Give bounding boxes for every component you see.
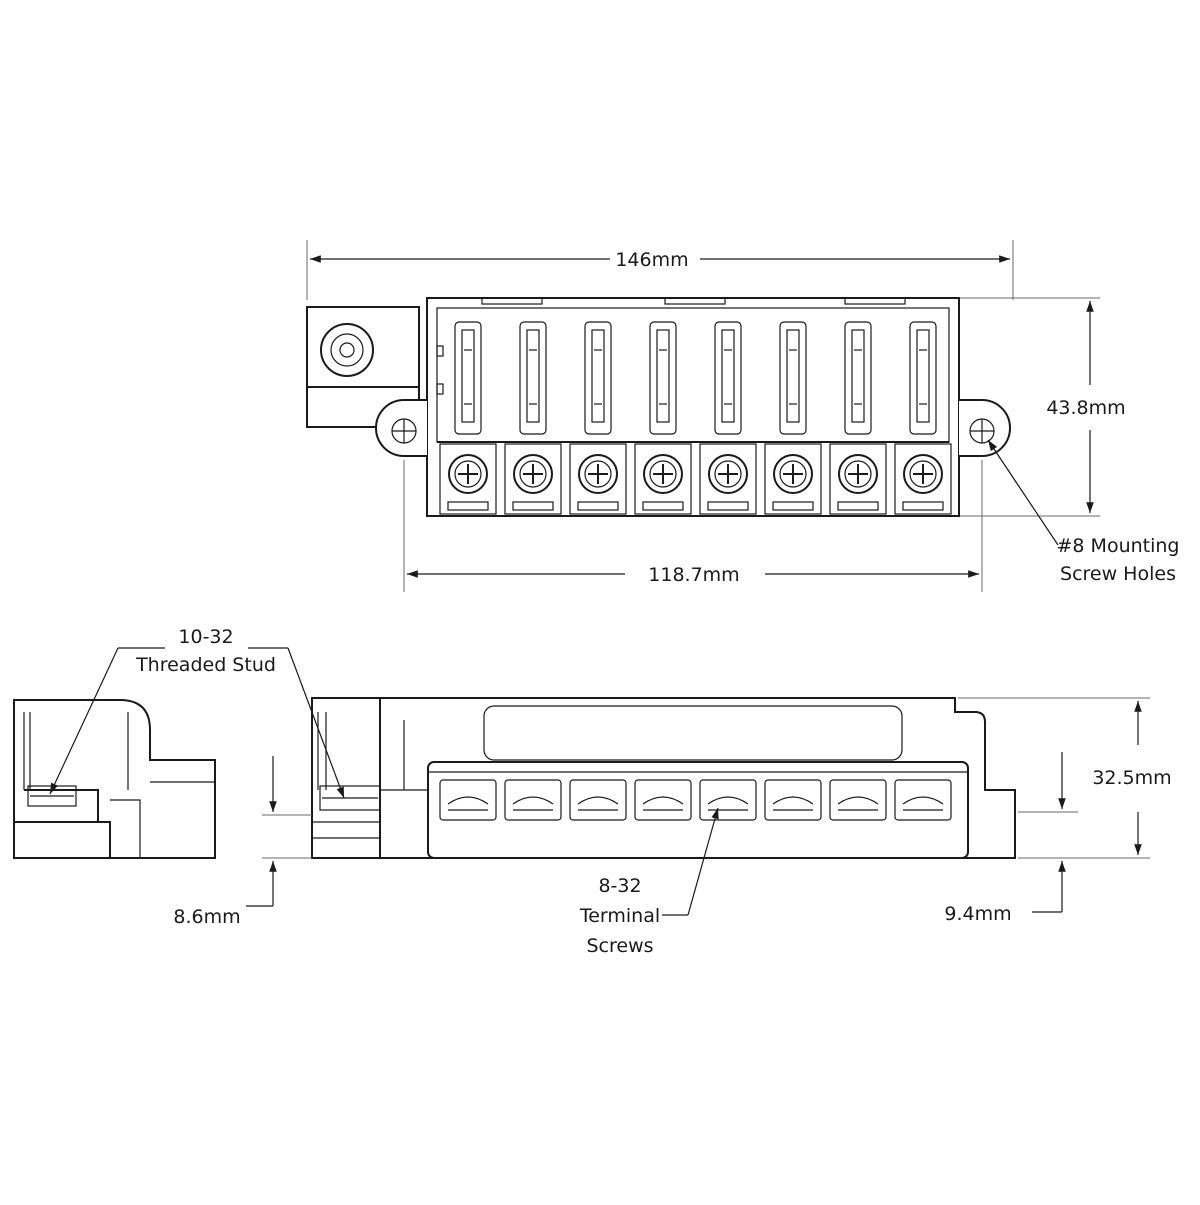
front-fuse-cover — [483, 705, 903, 761]
terminal-screw — [439, 443, 497, 515]
dim-overall-length: 146mm — [615, 249, 688, 271]
fuse-slot — [584, 321, 612, 435]
terminal-front — [634, 779, 692, 821]
callout-terminal-line2: Terminal — [579, 905, 660, 927]
dim-mount-spacing: 118.7mm — [648, 564, 739, 586]
terminal-front — [829, 779, 887, 821]
callout-mount-line1: #8 Mounting — [1057, 535, 1180, 557]
fuse-slot — [649, 321, 677, 435]
fuse-slot — [844, 321, 872, 435]
terminal-front — [894, 779, 952, 821]
fuse-array-top — [454, 321, 937, 435]
mount-ear-left — [375, 399, 427, 457]
callout-stud-line1: 10-32 — [178, 626, 233, 648]
terminal-front — [764, 779, 822, 821]
terminal-front — [504, 779, 562, 821]
front-terminal-rail — [427, 761, 969, 859]
dim-terminal-base: 9.4mm — [944, 903, 1011, 925]
end-view-body — [13, 699, 216, 859]
terminal-screw — [504, 443, 562, 515]
terminal-screw — [569, 443, 627, 515]
callout-terminal-line3: Screws — [586, 935, 653, 957]
mount-ear-right — [959, 399, 1011, 457]
callout-terminal-line1: 8-32 — [598, 875, 641, 897]
terminal-screw — [894, 443, 952, 515]
fuse-slot — [519, 321, 547, 435]
terminal-screw — [699, 443, 757, 515]
threaded-stud-top — [320, 323, 374, 377]
terminal-array-front — [439, 779, 952, 821]
end-view — [13, 699, 216, 859]
dim-top-height: 43.8mm — [1046, 397, 1125, 419]
main-body — [426, 297, 960, 517]
top-view: 146mm 43.8mm 118.7mm #8 Mounting Screw H… — [306, 240, 1180, 592]
terminal-screw — [764, 443, 822, 515]
callout-mount-line2: Screw Holes — [1060, 563, 1176, 585]
terminal-front — [569, 779, 627, 821]
callout-stud-line2: Threaded Stud — [135, 654, 276, 676]
fuse-slot — [909, 321, 937, 435]
terminal-screw — [634, 443, 692, 515]
fuse-slot — [714, 321, 742, 435]
front-view: 32.5mm 9.4mm 8.6mm 10-32 Threaded Stud 8… — [49, 626, 1172, 957]
dim-stud-base: 8.6mm — [173, 906, 240, 928]
terminal-array-top — [439, 443, 952, 515]
terminal-screw — [829, 443, 887, 515]
dim-side-height: 32.5mm — [1092, 767, 1171, 789]
fuse-slot — [779, 321, 807, 435]
terminal-front — [439, 779, 497, 821]
fuse-slot — [454, 321, 482, 435]
